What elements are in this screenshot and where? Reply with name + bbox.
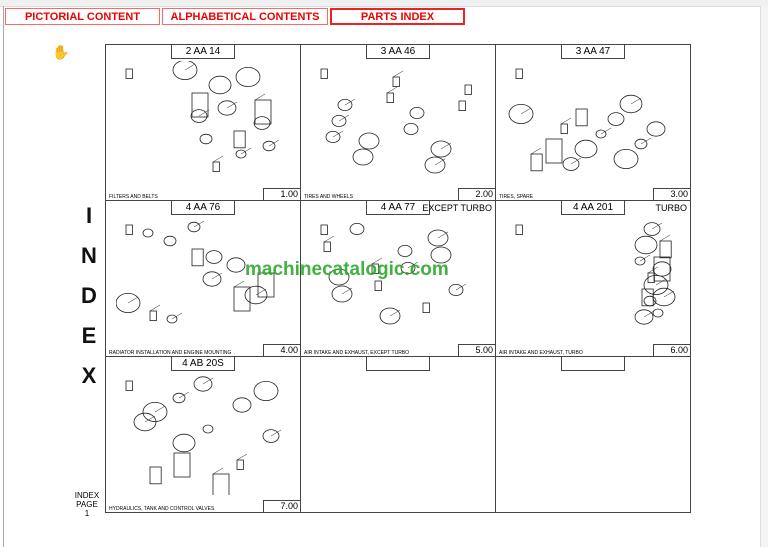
parts-diagram[interactable] (506, 61, 681, 183)
document-frame (3, 6, 760, 547)
variant-label: TURBO (655, 203, 688, 213)
parts-diagram[interactable] (506, 217, 681, 339)
index-cell[interactable] (495, 356, 691, 513)
index-letter: D (81, 283, 97, 308)
section-code: 2 AA 14 (171, 45, 235, 59)
index-letter: X (81, 363, 97, 388)
toolbar-strip (0, 0, 768, 7)
index-letter: N (81, 243, 97, 268)
section-code: 4 AA 77 (366, 201, 430, 215)
section-code: 3 AA 47 (561, 45, 625, 59)
variant-label: EXCEPT TURBO (422, 203, 492, 213)
parts-diagram[interactable] (311, 61, 486, 183)
section-code (366, 357, 430, 371)
index-page-line: PAGE (76, 500, 98, 509)
index-letter: E (81, 323, 97, 348)
section-caption: TIRES AND WHEELS (304, 194, 353, 200)
section-caption: AIR INTAKE AND EXHAUST, TURBO (499, 350, 583, 356)
section-caption: FILTERS AND BELTS (109, 194, 158, 200)
page-number: 7.00 (263, 500, 300, 512)
parts-diagram[interactable] (116, 373, 291, 495)
parts-diagram[interactable] (116, 61, 291, 183)
tab-alphabetical-contents[interactable]: ALPHABETICAL CONTENTS (162, 8, 328, 25)
index-cell[interactable]: 2 AA 14 FILTERS AND BELTS 1.00 (105, 44, 301, 201)
page-number: 3.00 (653, 188, 690, 200)
section-caption: HYDRAULICS, TANK AND CONTROL VALVES (109, 506, 215, 512)
index-cell[interactable]: 3 AA 47 TIRES, SPARE 3.00 (495, 44, 691, 201)
index-letter: I (85, 203, 93, 228)
section-code (561, 357, 625, 371)
page-number: 6.00 (653, 344, 690, 356)
index-cell[interactable]: 3 AA 46 TIRES AND WHEELS 2.00 (300, 44, 496, 201)
index-page-number: 1 (84, 509, 90, 518)
index-cell[interactable] (300, 356, 496, 513)
tab-pictorial-content[interactable]: PICTORIAL CONTENT (5, 8, 160, 25)
page-number: 5.00 (458, 344, 495, 356)
section-code: 4 AA 201 (561, 201, 625, 215)
section-code: 4 AB 20S (171, 357, 235, 371)
section-caption: RADIATOR INSTALLATION AND ENGINE MOUNTIN… (109, 350, 232, 356)
section-caption: TIRES, SPARE (499, 194, 534, 200)
index-page-label: INDEX PAGE 1 (70, 491, 104, 518)
parts-diagram[interactable] (116, 217, 291, 339)
index-page-line: INDEX (74, 491, 100, 500)
section-code: 3 AA 46 (366, 45, 430, 59)
page-number: 1.00 (263, 188, 300, 200)
parts-diagram[interactable] (311, 217, 486, 339)
page-number: 4.00 (263, 344, 300, 356)
watermark: machinecatalogic.com (245, 259, 449, 280)
index-cell[interactable]: 4 AA 201 TURBO AIR INTAKE AND EXHAUST, TUR… (495, 200, 691, 357)
index-cell[interactable]: 4 AB 20S HYDRAULICS, TANK AND CONTROL VAL… (105, 356, 301, 513)
section-caption: AIR INTAKE AND EXHAUST, EXCEPT TURBO (304, 350, 410, 356)
vertical-scrollbar[interactable] (760, 6, 768, 547)
page-number: 2.00 (458, 188, 495, 200)
section-code: 4 AA 76 (171, 201, 235, 215)
hand-tool-icon[interactable]: ✋ (52, 44, 70, 60)
tab-parts-index[interactable]: PARTS INDEX (330, 8, 465, 25)
